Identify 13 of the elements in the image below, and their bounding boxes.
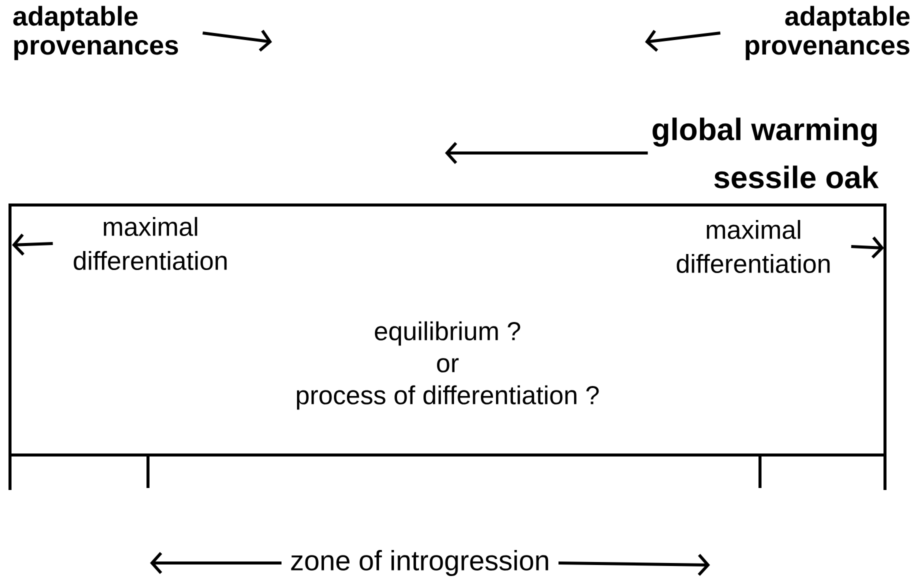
- arrow: [12, 234, 53, 256]
- arrow: [558, 554, 710, 576]
- label-text: global warming sessile oak: [652, 118, 879, 188]
- arrow: [645, 30, 720, 52]
- label-text: adaptable provenances: [746, 6, 910, 60]
- label-text: zone of introgression: [291, 550, 548, 576]
- label-text: maximal differentiation: [676, 220, 830, 274]
- arrow: [851, 236, 884, 259]
- label-text: maximal differentiation: [74, 216, 227, 270]
- label-text: adaptable provenances: [13, 6, 178, 60]
- arrow: [202, 30, 272, 52]
- arrow: [445, 142, 648, 164]
- arrow: [150, 552, 282, 574]
